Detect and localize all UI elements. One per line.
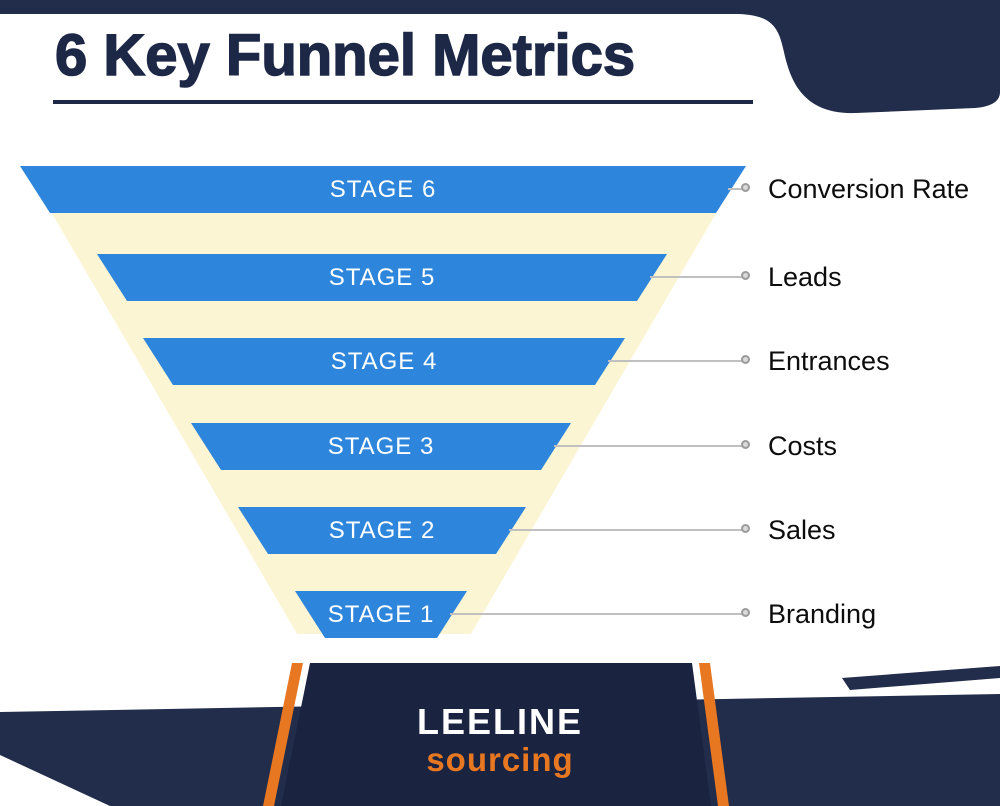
- header-corner-shape: [0, 0, 1000, 114]
- brand-panel: [281, 663, 711, 806]
- connector-dot-3: [741, 440, 750, 449]
- funnel-stage-2-bar: STAGE 2: [238, 507, 526, 554]
- connector-line-3: [554, 445, 747, 447]
- footer-right-sliver: [842, 666, 1000, 690]
- connector-dot-6: [741, 183, 750, 192]
- funnel-stage-3-bar: STAGE 3: [191, 423, 571, 470]
- brand-name-sourcing: sourcing: [426, 741, 574, 778]
- connector-dot-1: [741, 608, 750, 617]
- connector-line-1: [450, 613, 747, 615]
- funnel-stage-3-label: STAGE 3: [327, 432, 435, 460]
- connector-dot-2: [741, 524, 750, 533]
- brand-stripe-left-icon: [263, 663, 303, 806]
- metric-label-sales: Sales: [768, 515, 836, 545]
- title-underline: [53, 100, 753, 104]
- metric-label-entrances: Entrances: [768, 346, 890, 376]
- funnel-stage-2-label: STAGE 2: [328, 516, 436, 544]
- header-navy-shape: [0, 0, 1000, 114]
- funnel-stage-4-bar: STAGE 4: [143, 338, 625, 385]
- connector-line-5: [650, 276, 747, 278]
- funnel-stage-6-label: STAGE 6: [329, 175, 437, 203]
- metric-label-leads: Leads: [768, 262, 842, 292]
- funnel-stage-6-bar: STAGE 6: [20, 166, 746, 213]
- funnel-stage-5-label: STAGE 5: [328, 263, 436, 291]
- metric-label-branding: Branding: [768, 599, 877, 629]
- funnel-stage-1-bar: STAGE 1: [295, 591, 467, 638]
- metric-label-conversion-rate: Conversion Rate: [768, 174, 970, 204]
- connector-line-4: [608, 360, 747, 362]
- footer-graphic: [0, 663, 1000, 806]
- metric-label-costs: Costs: [768, 431, 838, 461]
- connector-line-6: [728, 188, 747, 190]
- funnel-stage-4-label: STAGE 4: [330, 347, 438, 375]
- page-title: 6 Key Funnel Metrics: [54, 22, 636, 89]
- connector-line-2: [509, 529, 747, 531]
- connector-dot-4: [741, 355, 750, 364]
- connector-dot-5: [741, 271, 750, 280]
- brand-stripe-right-icon: [699, 663, 729, 806]
- funnel-stage-5-bar: STAGE 5: [97, 254, 667, 301]
- brand-name-leeline: LEELINE: [416, 701, 583, 742]
- funnel-stage-1-label: STAGE 1: [327, 600, 435, 628]
